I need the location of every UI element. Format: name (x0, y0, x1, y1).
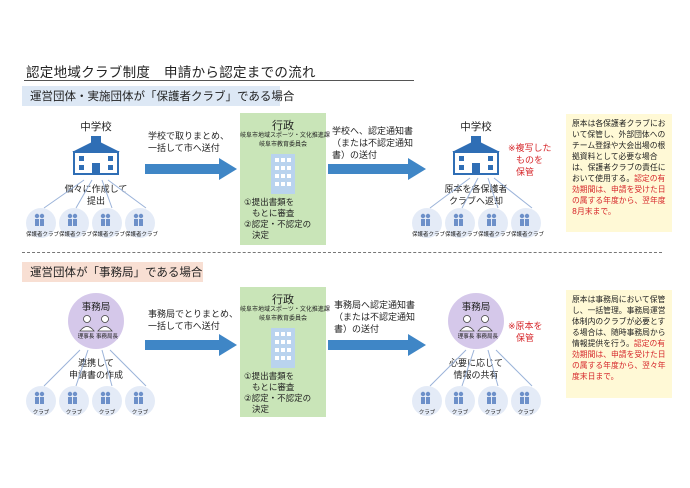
section1-left-caption-line1: 個々に作成して (64, 185, 128, 195)
club-label: 保護者クラブ (59, 232, 93, 238)
section2-right-red-note-line2: 保管 (516, 334, 535, 344)
club-label: クラブ (451, 410, 469, 416)
section2-note-box: 原本は事務局において保管し、一括管理。事務局運営体制内のクラブが必要とする場合は… (566, 290, 672, 398)
section1-admin-item1: ①提出書類を (244, 198, 295, 208)
club-label: クラブ (517, 410, 535, 416)
section2-left-jimu-label: 事務局 (81, 302, 111, 313)
club-label: 保護者クラブ (478, 232, 512, 238)
section2-heading: 運営団体が「事務局」である場合 (22, 262, 203, 282)
person-icon (459, 315, 493, 332)
section1-admin-subtitle-line1: 岐阜市地域スポーツ・文化推進課 (240, 132, 330, 139)
section1-arrow1-text-line1: 学校で取りまとめ、 (148, 132, 230, 142)
section1-right-school-label: 中学校 (460, 121, 492, 133)
bidirectional-connector-arrows (429, 349, 533, 387)
section2-admin-item1b: もとに審査 (252, 383, 295, 393)
section2-arrow2-text-line2: （または不認定通知 (334, 313, 416, 323)
group-people-icon (420, 213, 530, 226)
section1-arrow2-text-line2: （または不認定通知 (332, 139, 414, 149)
section1-admin-subtitle-line2: 岐阜市教育委員会 (258, 141, 307, 148)
upward-connector-arrows (43, 179, 147, 209)
section1-left-caption-line2: 提出 (86, 197, 105, 207)
right-arrow-icon (145, 158, 237, 180)
club-label: 保護者クラブ (92, 232, 126, 238)
section1-right-red-note-line3: 保管 (516, 168, 535, 178)
section1-heading: 運営団体・実施団体が「保護者クラブ」である場合 (22, 86, 294, 106)
right-arrow-icon (328, 158, 426, 180)
club-label: クラブ (131, 410, 149, 416)
section2-arrow1-text-line1: 事務局でとりまとめ、 (148, 310, 239, 320)
section1-arrow2-text-line1: 学校へ、認定通知書 (332, 127, 414, 137)
section2-admin-item2b: 決定 (252, 405, 270, 415)
section2-note-black-text: 原本は事務局において保管し、一括管理。事務局運営体制内のクラブが必要とする場合は… (572, 295, 666, 348)
school-building-icon (452, 136, 500, 175)
section2-left-caption-line2: 申請書の作成 (68, 371, 123, 381)
section2-left-person-b: 事務局長 (96, 334, 119, 340)
group-people-icon (420, 391, 530, 404)
section2-right-caption-line2: 情報の共有 (453, 371, 499, 381)
section2-right-person-b: 事務局長 (476, 334, 499, 340)
section2-right-jimu-label: 事務局 (461, 302, 491, 313)
section1-arrow1-text-line2: 一括して市へ送付 (148, 144, 220, 154)
club-label: 保護者クラブ (412, 232, 446, 238)
section1-right-red-note-line1: ※複写した (508, 144, 552, 154)
club-label: 保護者クラブ (445, 232, 479, 238)
section1-note-red-text: 認定の有効期間は、申請を受けた日の属する年度から、翌年度8月末まで。 (572, 174, 666, 216)
section1-right-caption-line1: 原本を各保護者 (444, 185, 508, 195)
section2-arrow1-text-line2: 一括して市へ送付 (148, 322, 220, 332)
section1-arrow2-text-line3: 書）の送付 (332, 151, 378, 161)
section2-left-jimu-circle (68, 293, 124, 349)
office-building-icon (271, 154, 295, 194)
section1-right-red-note-line2: ものを (516, 156, 544, 166)
group-people-icon (34, 213, 144, 226)
section2-arrow2-text-line3: 書）の送付 (334, 325, 380, 335)
club-label: クラブ (65, 410, 83, 416)
office-building-icon (271, 328, 295, 368)
section1-note-black-text: 原本は各保護者クラブにおいて保管し、外部団体へのチーム登録や大会出場の根拠資料と… (572, 119, 666, 183)
section1-admin-item2b: 決定 (252, 231, 270, 241)
section2-admin-subtitle-line2: 岐阜市教育委員会 (258, 315, 307, 322)
club-label: 保護者クラブ (511, 232, 545, 238)
section1-admin-item2: ②認定・不認定の (244, 220, 312, 230)
section2-left-caption-line1: 連携して (78, 359, 114, 369)
section2-arrow2-text-line1: 事務局へ認定通知書 (334, 301, 416, 311)
club-label: 保護者クラブ (125, 232, 159, 238)
section1-note-box: 原本は各保護者クラブにおいて保管し、外部団体へのチーム登録や大会出場の根拠資料と… (566, 114, 672, 232)
title-underline (24, 80, 414, 81)
section2-admin-title: 行政 (272, 293, 294, 306)
section2-admin-item2: ②認定・不認定の (244, 394, 312, 404)
section1-right-caption-line2: クラブへ返却 (448, 197, 503, 207)
section2-right-jimu-circle (448, 293, 504, 349)
club-label: クラブ (484, 410, 502, 416)
downward-connector-arrows (429, 177, 533, 209)
section2-right-caption-line1: 必要に応じて (448, 359, 503, 369)
club-label: クラブ (98, 410, 116, 416)
section1-left-school-label: 中学校 (80, 121, 112, 133)
section2-right-red-note-line1: ※原本を (508, 322, 543, 332)
section2-right-person-a: 理事長 (457, 334, 475, 340)
section1-admin-item1b: もとに審査 (252, 209, 295, 219)
section1-admin-title: 行政 (272, 119, 294, 132)
right-arrow-icon (328, 334, 426, 356)
right-arrow-icon (145, 334, 237, 356)
section2-admin-item1: ①提出書類を (244, 372, 295, 382)
school-building-icon (72, 136, 120, 175)
club-label: クラブ (418, 410, 436, 416)
section-divider (22, 252, 662, 253)
bidirectional-connector-arrows (43, 349, 147, 387)
group-people-icon (34, 391, 144, 404)
page-title: 認定地域クラブ制度 申請から認定までの流れ (26, 65, 316, 81)
club-label: 保護者クラブ (26, 232, 60, 238)
section2-admin-subtitle-line1: 岐阜市地域スポーツ・文化推進課 (240, 306, 330, 313)
person-icon (79, 315, 113, 332)
section2-note-red-text: 認定の有効期間は、申請を受けた日の属する年度から、翌々年度末日まで。 (572, 339, 666, 381)
club-label: クラブ (32, 410, 50, 416)
section2-left-person-a: 理事長 (77, 334, 95, 340)
